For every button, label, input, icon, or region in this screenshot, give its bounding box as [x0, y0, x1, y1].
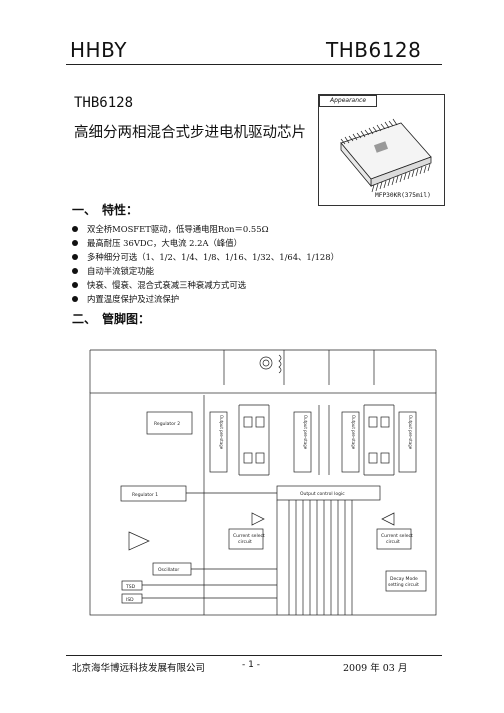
output-stage-label: Output pre-stage	[303, 415, 308, 450]
decay-mode-block	[385, 570, 427, 592]
bullet-icon	[72, 268, 78, 274]
package-appearance-tag: Appearance	[319, 95, 377, 107]
feature-text: 最高耐压 36VDC，大电流 2.2A（峰值）	[87, 238, 243, 248]
bullet-icon	[72, 240, 78, 246]
bullet-icon	[72, 282, 78, 288]
isd-label: ISD	[126, 597, 134, 603]
bullet-icon	[72, 254, 78, 260]
footer-page-number: - 1 -	[242, 660, 260, 670]
oscillator-label: Oscillator	[158, 567, 179, 573]
tsd-label: TSD	[125, 584, 136, 590]
isd-block	[121, 593, 143, 604]
pins-heading: 二、 管脚图：	[72, 312, 151, 326]
package-figure	[318, 94, 445, 206]
regulator-1-block	[120, 485, 187, 502]
footer-divider	[66, 655, 442, 656]
current-select-block-2	[376, 528, 412, 550]
package-drawing	[340, 118, 432, 193]
decay-mode-label-2: setting circuit	[388, 582, 419, 588]
header-part-number: THB6128	[326, 38, 422, 62]
feature-item: 双全桥MOSFET驱动，低导通电阻Ron＝0.55Ω	[72, 222, 339, 236]
output-stage-label: Output pre-stage	[219, 415, 224, 450]
feature-text: 双全桥MOSFET驱动，低导通电阻Ron＝0.55Ω	[87, 224, 269, 234]
bullet-icon	[72, 226, 78, 232]
current-select-block-1	[228, 528, 264, 550]
features-heading: 一、 特性：	[72, 203, 139, 217]
features-list: 双全桥MOSFET驱动，低导通电阻Ron＝0.55Ω 最高耐压 36VDC，大电…	[72, 222, 339, 306]
h-bridge-a	[238, 404, 270, 476]
tsd-block	[121, 580, 143, 591]
feature-text: 自动半流锁定功能	[87, 266, 154, 276]
regulator-2-label: Regulator 2	[154, 421, 180, 427]
package-name: MFP30KR(375mil)	[375, 192, 431, 199]
current-select-1-line2: circuit	[238, 539, 252, 545]
feature-text: 内置温度保护及过流保护	[87, 294, 180, 304]
bullet-icon	[72, 296, 78, 302]
regulator-2-block	[146, 411, 193, 435]
chip-outline	[89, 392, 437, 616]
output-stage-label: Output pre-stage	[408, 415, 413, 450]
feature-item: 自动半流锁定功能	[72, 264, 339, 278]
block-diagram: Regulator 2 Regulator 1 Output control l…	[89, 349, 437, 616]
header-brand: HHBY	[70, 38, 127, 62]
chip-part-number: THB6128	[74, 95, 134, 111]
regulator-1-label: Regulator 1	[132, 492, 158, 498]
feature-text: 多种细分可选（1、1/2、1/4、1/8、1/16、1/32、1/64、1/12…	[87, 252, 339, 262]
feature-item: 快衰、慢衰、混合式衰减三种衰减方式可选	[72, 278, 339, 292]
output-stage-label: Output pre-stage	[351, 415, 356, 450]
footer-company: 北京海华博远科技发展有限公司	[72, 663, 206, 674]
footer-date: 2009 年 03 月	[343, 663, 408, 674]
feature-item: 最高耐压 36VDC，大电流 2.2A（峰值）	[72, 236, 339, 250]
header-divider	[66, 64, 442, 65]
feature-item: 内置温度保护及过流保护	[72, 292, 339, 306]
current-select-2-line2: circuit	[386, 539, 400, 545]
current-select-2-line1: Current select	[381, 533, 413, 539]
feature-text: 快衰、慢衰、混合式衰减三种衰减方式可选	[87, 280, 247, 290]
current-select-1-line1: Current select	[233, 533, 265, 539]
chip-description: 高细分两相混合式步进电机驱动芯片	[74, 125, 306, 141]
decay-mode-label: Decay Mode	[390, 576, 418, 582]
feature-item: 多种细分可选（1、1/2、1/4、1/8、1/16、1/32、1/64、1/12…	[72, 250, 339, 264]
output-logic-label: Output control logic	[300, 491, 345, 497]
h-bridge-b	[363, 404, 395, 476]
